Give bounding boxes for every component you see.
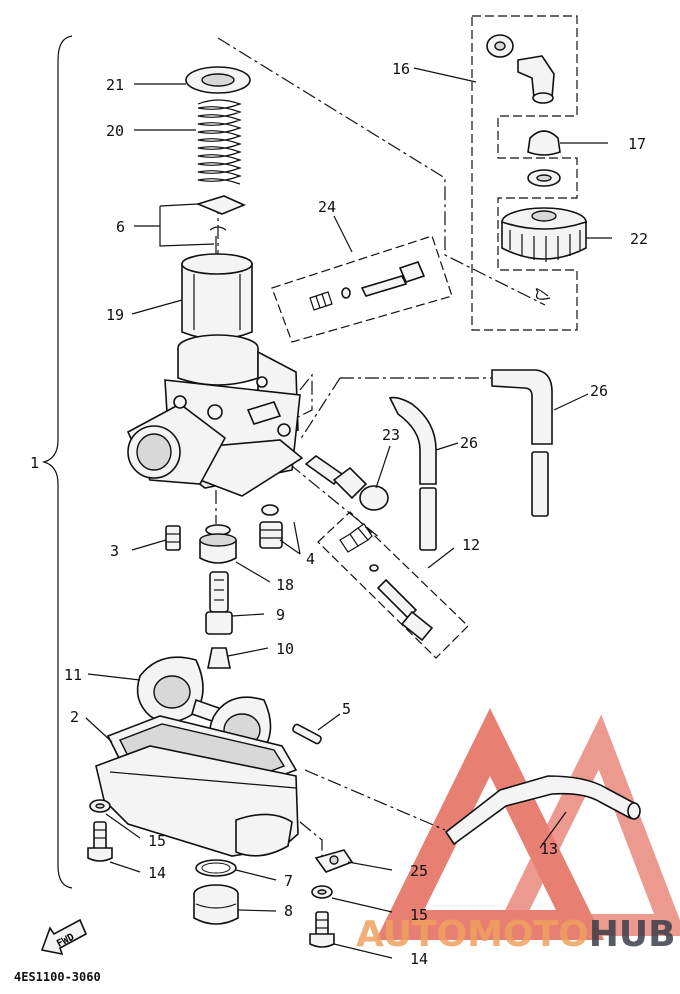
stop-screw-part-12	[339, 523, 434, 642]
callout-18: 18	[276, 576, 294, 594]
emulsion-tube-part-9	[205, 571, 233, 635]
jet-part-4	[259, 504, 283, 549]
callout-14a: 14	[148, 864, 166, 882]
group-box-12	[317, 511, 469, 659]
callout-25: 25	[410, 862, 428, 880]
clip-plate-part-6	[159, 195, 247, 247]
callout-2: 2	[70, 708, 79, 726]
watermark-text: AUTOMOTOHUB	[356, 914, 676, 955]
clamp-part-25	[314, 849, 354, 873]
screw-part-3	[165, 525, 181, 551]
callout-13: 13	[540, 840, 558, 858]
part-code: 4ES1100-3060	[14, 970, 101, 984]
callout-24: 24	[318, 198, 336, 216]
callout-8: 8	[284, 902, 293, 920]
needle-jet-part-18	[199, 524, 237, 564]
hose-part-26a	[388, 396, 437, 551]
watermark-text-part2: HUB	[589, 914, 676, 955]
callout-16: 16	[392, 60, 410, 78]
o-ring-part-7	[195, 859, 237, 877]
callout-1: 1	[30, 454, 39, 472]
callout-7: 7	[284, 872, 293, 890]
callout-6: 6	[116, 218, 125, 236]
pin-part-5	[292, 723, 322, 745]
assembly-brace	[41, 35, 73, 889]
washer-part-15-left	[89, 799, 111, 813]
callout-9: 9	[276, 606, 285, 624]
pilot-jet-part-10	[207, 647, 231, 669]
group-box-16-22	[471, 15, 578, 331]
throttle-valve-part-19	[181, 236, 253, 340]
callout-10: 10	[276, 640, 294, 658]
fitting-part-16	[486, 34, 555, 104]
hose-part-13	[444, 775, 641, 846]
group-box-24	[271, 235, 453, 343]
watermark-text-part1: AUTOMOTO	[356, 914, 589, 955]
callout-26b: 26	[460, 434, 478, 452]
pilot-screw-part-24	[309, 261, 426, 311]
callout-17: 17	[628, 135, 646, 153]
callout-15a: 15	[148, 832, 166, 850]
float-bowl	[95, 745, 299, 857]
starter-plunger-part-23	[304, 455, 389, 511]
callout-21: 21	[106, 76, 124, 94]
callout-20: 20	[106, 122, 124, 140]
cap-part-22	[501, 207, 587, 262]
callout-26a: 26	[590, 382, 608, 400]
watermark-logo	[375, 708, 680, 940]
callout-labels: 1 21 20 6 19 24 16 17 22 26 26 23 3 18 4…	[30, 60, 648, 968]
spring-part-20	[197, 99, 242, 185]
callout-19: 19	[106, 306, 124, 324]
washer-part-15-right	[311, 885, 333, 899]
callout-3: 3	[110, 542, 119, 560]
hose-part-26b	[491, 369, 553, 517]
screw-part-14-left	[87, 821, 113, 862]
callout-23: 23	[382, 426, 400, 444]
callout-15b: 15	[410, 906, 428, 924]
carburetor-body	[126, 334, 304, 497]
callout-22: 22	[630, 230, 648, 248]
leader-lines	[85, 67, 612, 959]
drain-plug-part-8	[193, 884, 239, 925]
plug-part-17	[527, 130, 561, 187]
callout-12: 12	[462, 536, 480, 554]
callout-11: 11	[64, 666, 82, 684]
washer-part-21	[185, 66, 251, 94]
callout-14b: 14	[410, 950, 428, 968]
callout-5: 5	[342, 700, 351, 718]
callout-4: 4	[306, 550, 315, 568]
fwd-arrow-icon	[40, 918, 88, 956]
screw-part-14-right	[309, 911, 335, 948]
e-clip	[535, 288, 551, 300]
